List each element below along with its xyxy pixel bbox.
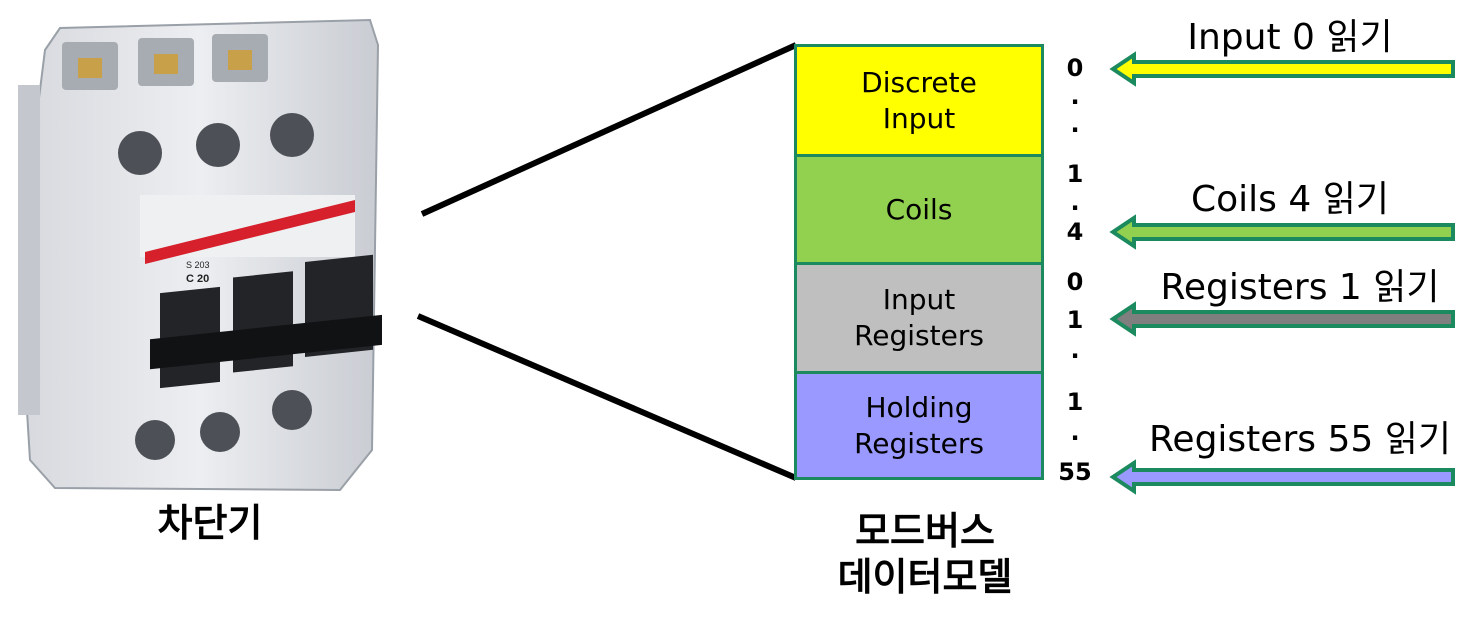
- zoom-line-bottom: [416, 313, 798, 481]
- breaker-label-rating: C 20: [186, 273, 209, 285]
- address-label: 0: [1066, 268, 1084, 296]
- model-caption-line2: 데이터모델: [837, 555, 1013, 599]
- command-read-coils: Coils 4 읽기: [1191, 179, 1389, 220]
- address-label: 1: [1066, 306, 1084, 334]
- arrow-read-holding-register: [1109, 459, 1455, 495]
- address-dot: .: [1070, 418, 1080, 446]
- model-caption: 모드버스 데이터모델: [760, 508, 1090, 600]
- address-label: 0: [1066, 54, 1084, 82]
- zoom-line-top: [420, 42, 798, 217]
- address-label: 55: [1058, 458, 1092, 486]
- address-label: 4: [1066, 218, 1084, 246]
- command-read-input-register: Registers 1 읽기: [1160, 267, 1440, 308]
- block-label: Input: [882, 283, 956, 316]
- block-label: Registers: [854, 319, 984, 352]
- block-label: Coils: [885, 192, 953, 226]
- arrow-read-input-register: [1109, 301, 1455, 337]
- address-dot: .: [1070, 188, 1080, 216]
- address-dot: .: [1070, 110, 1080, 138]
- breaker-label-model: S 203: [186, 260, 210, 270]
- command-read-input: Input 0 읽기: [1187, 17, 1393, 58]
- address-label: 1: [1066, 388, 1084, 416]
- address-label: 1: [1066, 160, 1084, 188]
- toggle-levers: [150, 254, 382, 389]
- arrow-read-input: [1109, 51, 1455, 87]
- address-dot: .: [1070, 336, 1080, 364]
- block-label: Holding: [865, 390, 973, 424]
- arrow-read-coils: [1109, 214, 1455, 250]
- breaker-caption: 차단기: [157, 501, 263, 545]
- block-label: Discrete: [861, 65, 977, 99]
- block-coils: Coils: [794, 154, 1044, 265]
- block-label: Input: [882, 101, 956, 135]
- block-label: Registers: [854, 426, 984, 460]
- circuit-breaker-image: S 203 C 20: [18, 18, 382, 492]
- address-dot: .: [1070, 82, 1080, 110]
- terminal-screws-top: [62, 34, 268, 90]
- command-read-holding-register: Registers 55 읽기: [1149, 419, 1451, 460]
- model-caption-line1: 모드버스: [855, 509, 995, 553]
